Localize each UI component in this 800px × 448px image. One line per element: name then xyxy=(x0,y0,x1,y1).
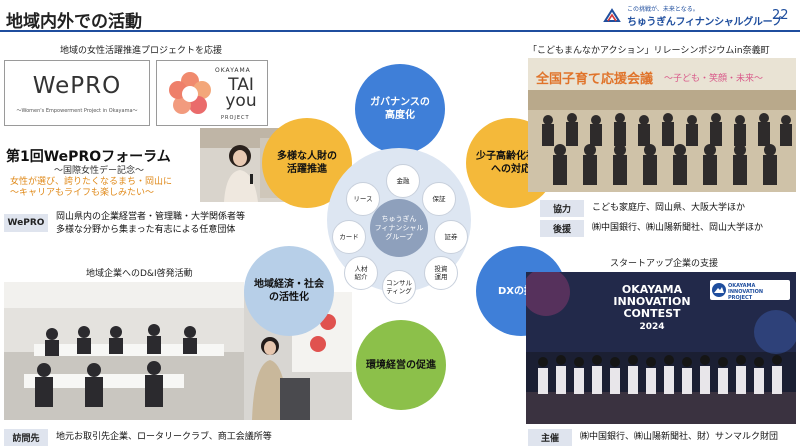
tai-project-label: PROJECT xyxy=(221,115,250,121)
contest-title-line-1: OKAYAMA xyxy=(621,283,683,296)
service-consulting: コンサル ティング xyxy=(382,270,416,304)
flower-logo-icon xyxy=(169,72,211,114)
theme-governance: ガバナンスの 高度化 xyxy=(355,64,445,154)
symposium-group-photo: 全国子育て応援会議 ～子ども・笑顔・未来～ xyxy=(528,58,796,192)
service-lease: リース xyxy=(346,182,380,216)
service-staffing: 人材 紹介 xyxy=(344,256,378,290)
company-logo: この挑戦が、未来となる。 ちゅうぎんフィナンシャルグループ xyxy=(603,4,782,28)
service-investment-label: 投資 運用 xyxy=(434,265,448,281)
service-investment: 投資 運用 xyxy=(424,256,458,290)
service-consulting-label: コンサル ティング xyxy=(386,279,412,295)
service-finance: 金融 xyxy=(386,164,420,198)
wepro-logo-card: WePRO ～Women's Empowerment Project in Ok… xyxy=(4,60,150,126)
wepro-description-2: 多様な分野から集まった有志による任意団体 xyxy=(56,225,236,235)
theme-diversity-label: 多様な人財の 活躍推進 xyxy=(277,151,337,175)
section-heading-startup: スタートアップ企業の支援 xyxy=(610,259,719,269)
theme-environment: 環境経営の促進 xyxy=(356,320,446,410)
contest-year: 2024 xyxy=(639,322,665,332)
organizer-tag: 主催 xyxy=(528,429,572,446)
project-logo-badge: OKAYAMA INNOVATION PROJECT xyxy=(710,280,790,301)
service-securities-label: 証券 xyxy=(444,233,458,241)
wepro-subtitle: ～Women's Empowerment Project in Okayama～ xyxy=(16,108,138,114)
support-tag: 後援 xyxy=(540,220,584,237)
page-number: 22 xyxy=(772,8,789,23)
wepro-description-1: 岡山県内の企業経営者・管理職・大学関係者等 xyxy=(56,212,246,222)
visit-description: 地元お取引先企業、ロータリークラブ、商工会議所等 xyxy=(56,432,272,442)
section-heading-symposium: 「こどもまんなかアクション」リレーシンポジウムin奈義町 xyxy=(528,46,770,56)
wepro-tag: WePRO xyxy=(4,214,48,232)
theme-aging-society-label: 少子高齢化社会 への対応 xyxy=(476,151,546,175)
organizer-description: ㈱中国銀行、㈱山陽新聞社、財）サンマルク財団 xyxy=(580,432,779,442)
forum-catchphrase-2: ～キャリアもライフも楽しみたい～ xyxy=(10,188,155,198)
logo-tagline: この挑戦が、未来となる。 xyxy=(627,6,699,13)
service-guarantee: 保証 xyxy=(422,182,456,216)
forum-title: 第1回WePROフォーラム xyxy=(6,149,171,165)
theme-regional-economy: 地域経済・社会 の活性化 xyxy=(244,246,334,336)
group-center: ちゅうぎん フィナンシャル グループ xyxy=(370,199,428,257)
contest-title-line-2: INNOVATION xyxy=(613,295,691,308)
logo-name: ちゅうぎんフィナンシャルグループ xyxy=(627,17,782,28)
theme-governance-label: ガバナンスの 高度化 xyxy=(370,97,430,121)
service-guarantee-label: 保証 xyxy=(432,195,446,203)
theme-dx-label: DXの推進 xyxy=(497,285,544,297)
cooperation-tag: 協力 xyxy=(540,200,584,217)
project-logo-name: OKAYAMA INNOVATION PROJECT xyxy=(728,283,764,301)
group-center-label: ちゅうぎん フィナンシャル グループ xyxy=(374,214,424,241)
forum-catchphrase-1: 女性が選び、誇りたくなるまち・岡山に xyxy=(10,177,173,187)
tai-you-logo-card: OKAYAMA TAI you PROJECT xyxy=(156,60,268,126)
service-finance-label: 金融 xyxy=(396,177,410,185)
cooperation-description: こども家庭庁、岡山県、大阪大学ほか xyxy=(592,203,746,213)
contest-title-block: OKAYAMA INNOVATION CONTEST 2024 xyxy=(592,284,712,333)
mountain-logo-icon xyxy=(712,283,726,297)
innovation-contest-photo: OKAYAMA INNOVATION CONTEST 2024 OKAYAMA … xyxy=(526,272,796,424)
symposium-banner-subtitle: ～子ども・笑顔・未来～ xyxy=(664,74,764,84)
tai-you-label: TAI you xyxy=(225,75,257,111)
service-staffing-label: 人材 紹介 xyxy=(354,265,368,281)
service-securities: 証券 xyxy=(434,220,468,254)
dni-seminar-photo-1 xyxy=(4,282,244,420)
theme-environment-label: 環境経営の促進 xyxy=(366,359,436,371)
wepro-logo: WePRO xyxy=(32,73,122,99)
header: 地域内外での活動 この挑戦が、未来となる。 ちゅうぎんフィナンシャルグループ 2… xyxy=(0,0,800,32)
forum-subtitle: ～国際女性デー記念～ xyxy=(54,166,145,176)
title-divider xyxy=(0,30,800,32)
symposium-banner-text: 全国子育て応援会議 xyxy=(536,72,654,87)
service-lease-label: リース xyxy=(353,195,373,203)
visit-tag: 訪問先 xyxy=(4,429,48,446)
logo-mark-icon xyxy=(603,8,621,22)
service-card-label: カード xyxy=(339,233,359,241)
service-card: カード xyxy=(332,220,366,254)
tai-okayama-label: OKAYAMA xyxy=(215,67,251,74)
page-title: 地域内外での活動 xyxy=(6,12,142,32)
section-heading-women-project: 地域の女性活躍推進プロジェクトを応援 xyxy=(60,46,223,56)
theme-regional-economy-label: 地域経済・社会 の活性化 xyxy=(254,279,324,303)
contest-title-line-3: CONTEST xyxy=(623,307,681,320)
section-heading-dni: 地域企業へのD&I啓発活動 xyxy=(86,269,193,279)
support-description: ㈱中国銀行、㈱山陽新聞社、岡山大学ほか xyxy=(592,223,764,233)
